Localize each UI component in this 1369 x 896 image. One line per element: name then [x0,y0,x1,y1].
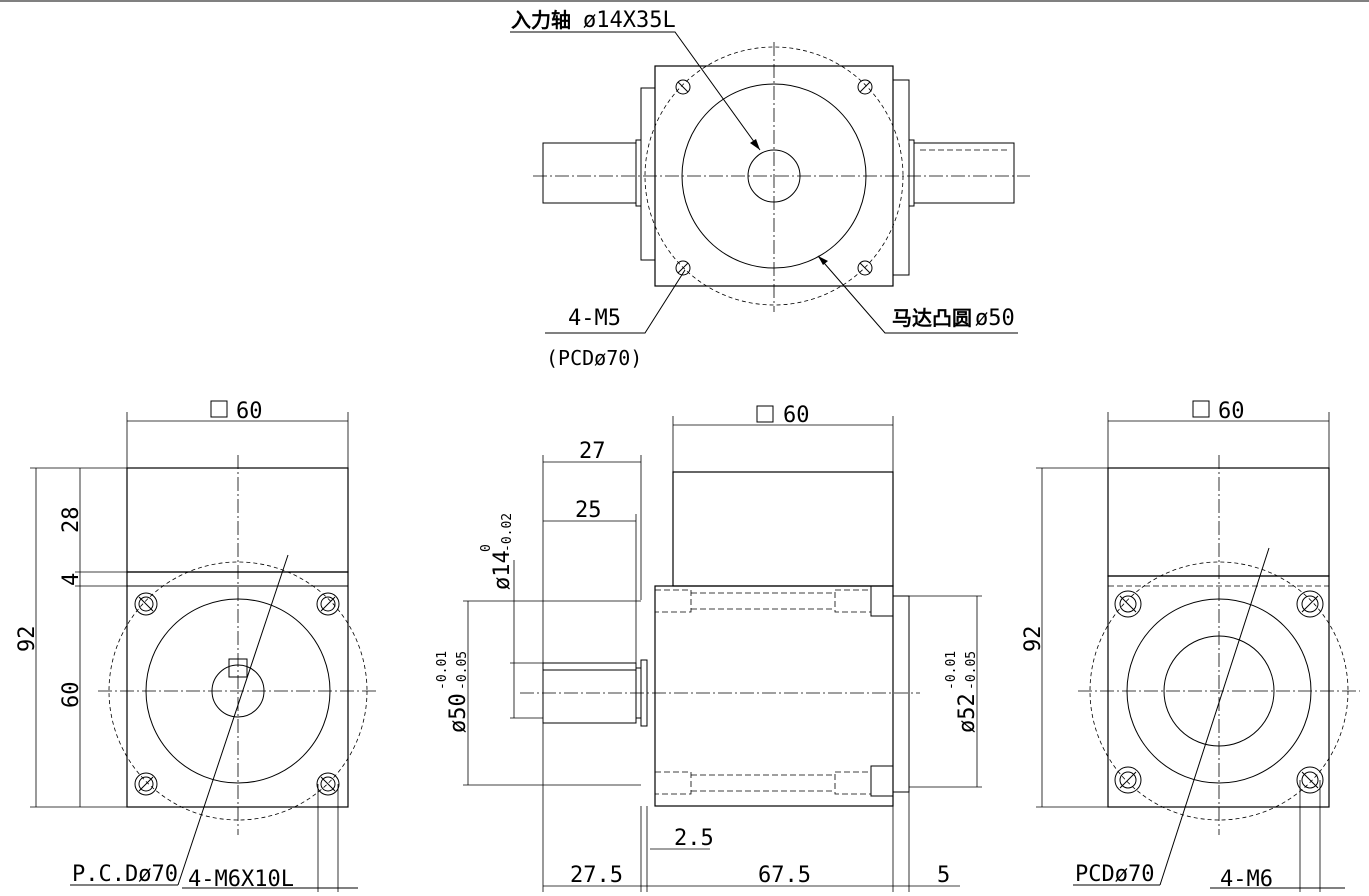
right-width-label: 60 [1218,399,1245,424]
top-bolts-label: 4-M5 [568,306,621,331]
left-pcd-label: P.C.Dø70 [72,862,178,887]
bolt-hole [675,260,691,276]
bolt-hole [316,592,340,616]
bolt-hole [1296,766,1324,794]
pilot52-lower: -0.05 [964,651,979,690]
shaft-dia-main: ø14 [490,550,515,590]
pilot50-upper: -0.01 [435,651,450,690]
motor-boss-value: ø50 [975,306,1015,331]
center-dim-27: 27 [579,439,606,464]
left-dim-60: 60 [59,682,84,709]
top-pcd-label: (PCDø70) [546,346,642,370]
pilot52-upper: -0.01 [944,651,959,690]
left-width-label: 60 [236,399,263,424]
left-view: 60 92 28 4 60 P.C.Dø70 4-M6X10L [15,399,378,892]
center-view: 60 27 25 ø14 0 -0.02 ø50 -0.01 -0.05 ø52… [435,403,982,892]
center-dim-67-5: 67.5 [758,863,811,888]
input-shaft-label: 入力轴 [511,8,571,32]
bolt-hole [675,79,691,95]
left-dim-4: 4 [59,573,84,586]
motor-boss-label: 马达凸圆 [892,306,972,330]
bolt-hole [857,79,873,95]
left-bolts-label: 4-M6X10L [188,867,294,892]
pilot50-main: ø50 [446,693,471,733]
shaft-dia-lower: -0.02 [500,513,515,552]
bolt-hole [134,592,158,616]
left-overall-height: 92 [15,626,40,653]
bolt-hole [316,772,340,796]
left-dim-28: 28 [59,507,84,534]
pilot50-lower: -0.05 [455,651,470,690]
bolt-hole [857,260,873,276]
center-width-label: 60 [783,403,810,428]
pilot52-main: ø52 [955,693,980,733]
center-dim-2-5: 2.5 [674,826,714,851]
center-dim-5: 5 [937,863,950,888]
bolt-hole [1114,590,1142,618]
shaft-dia-upper: 0 [479,544,494,552]
right-bolts-label: 4-M6 [1220,867,1273,892]
bolt-hole [134,772,158,796]
right-view: 60 92 PCDø70 4-M6 [1021,399,1360,892]
center-dim-25: 25 [575,498,602,523]
input-shaft-value: ø14X35L [583,8,676,33]
top-view: 入力轴 ø14X35L 4-M5 (PCDø70) 马达凸圆 ø50 [510,8,1030,370]
bolt-hole [1114,766,1142,794]
right-overall-height: 92 [1021,626,1046,653]
center-dim-27-5: 27.5 [570,863,623,888]
bolt-hole [1296,590,1324,618]
right-pcd-label: PCDø70 [1075,862,1154,887]
